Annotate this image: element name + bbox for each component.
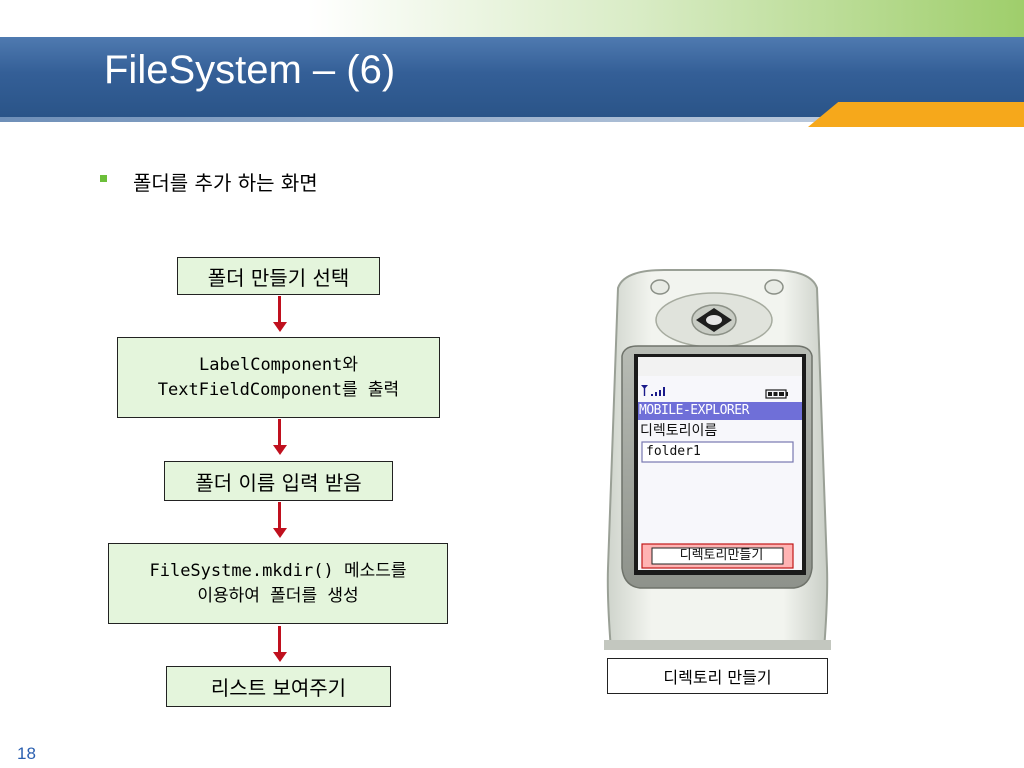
- directory-name-textfield[interactable]: folder1: [646, 444, 701, 459]
- flow-step-show-list: 리스트 보여주기: [166, 666, 391, 707]
- phone-illustration: MOBILE-EXPLORER 디렉토리이름 folder1 디렉토리만들기: [604, 268, 831, 651]
- flow-arrow-head: [273, 322, 287, 332]
- flow-arrow-head: [273, 528, 287, 538]
- phone-caption-text: 디렉토리 만들기: [663, 668, 772, 687]
- slide-title: FileSystem – (6): [104, 48, 396, 92]
- title-bar-accent-line: [0, 117, 1024, 122]
- phone-caption: 디렉토리 만들기: [607, 658, 828, 694]
- flow-step-mkdir: FileSystme.mkdir() 메소드를 이용하여 폴더를 생성: [108, 543, 448, 624]
- page-number: 18: [17, 744, 36, 763]
- make-directory-button[interactable]: 디렉토리만들기: [679, 548, 764, 563]
- flow-step-label: 폴더 이름 입력 받음: [195, 470, 362, 495]
- flow-arrow: [278, 502, 281, 530]
- flow-arrow: [278, 419, 281, 447]
- directory-name-label: 디렉토리이름: [640, 423, 718, 439]
- flow-step-input-folder-name: 폴더 이름 입력 받음: [164, 461, 393, 501]
- flow-step-label: FileSystme.mkdir() 메소드를: [149, 560, 407, 581]
- flow-arrow: [278, 626, 281, 654]
- header-top-strip: [0, 0, 1024, 37]
- flow-step-label: LabelComponent와: [199, 354, 358, 375]
- flow-arrow-head: [273, 652, 287, 662]
- flow-step-label: TextFieldComponent를 출력: [157, 379, 400, 400]
- phone-body: [604, 269, 831, 651]
- flow-arrow: [278, 296, 281, 324]
- orange-accent-tab: [808, 102, 1024, 127]
- flow-arrow-head: [273, 445, 287, 455]
- flow-step-select-make-folder: 폴더 만들기 선택: [177, 257, 380, 295]
- flow-step-label: 리스트 보여주기: [210, 676, 347, 700]
- battery-icon: [765, 384, 789, 399]
- flow-step-print-components: LabelComponent와 TextFieldComponent를 출력: [117, 337, 440, 418]
- flow-step-label: 이용하여 폴더를 생성: [197, 585, 359, 606]
- bullet-text: 폴더를 추가 하는 화면: [133, 171, 318, 195]
- app-header: MOBILE-EXPLORER: [639, 403, 749, 418]
- flow-step-label: 폴더 만들기 선택: [207, 265, 350, 290]
- bullet-icon: [100, 175, 107, 182]
- signal-strength-icon: [640, 382, 676, 396]
